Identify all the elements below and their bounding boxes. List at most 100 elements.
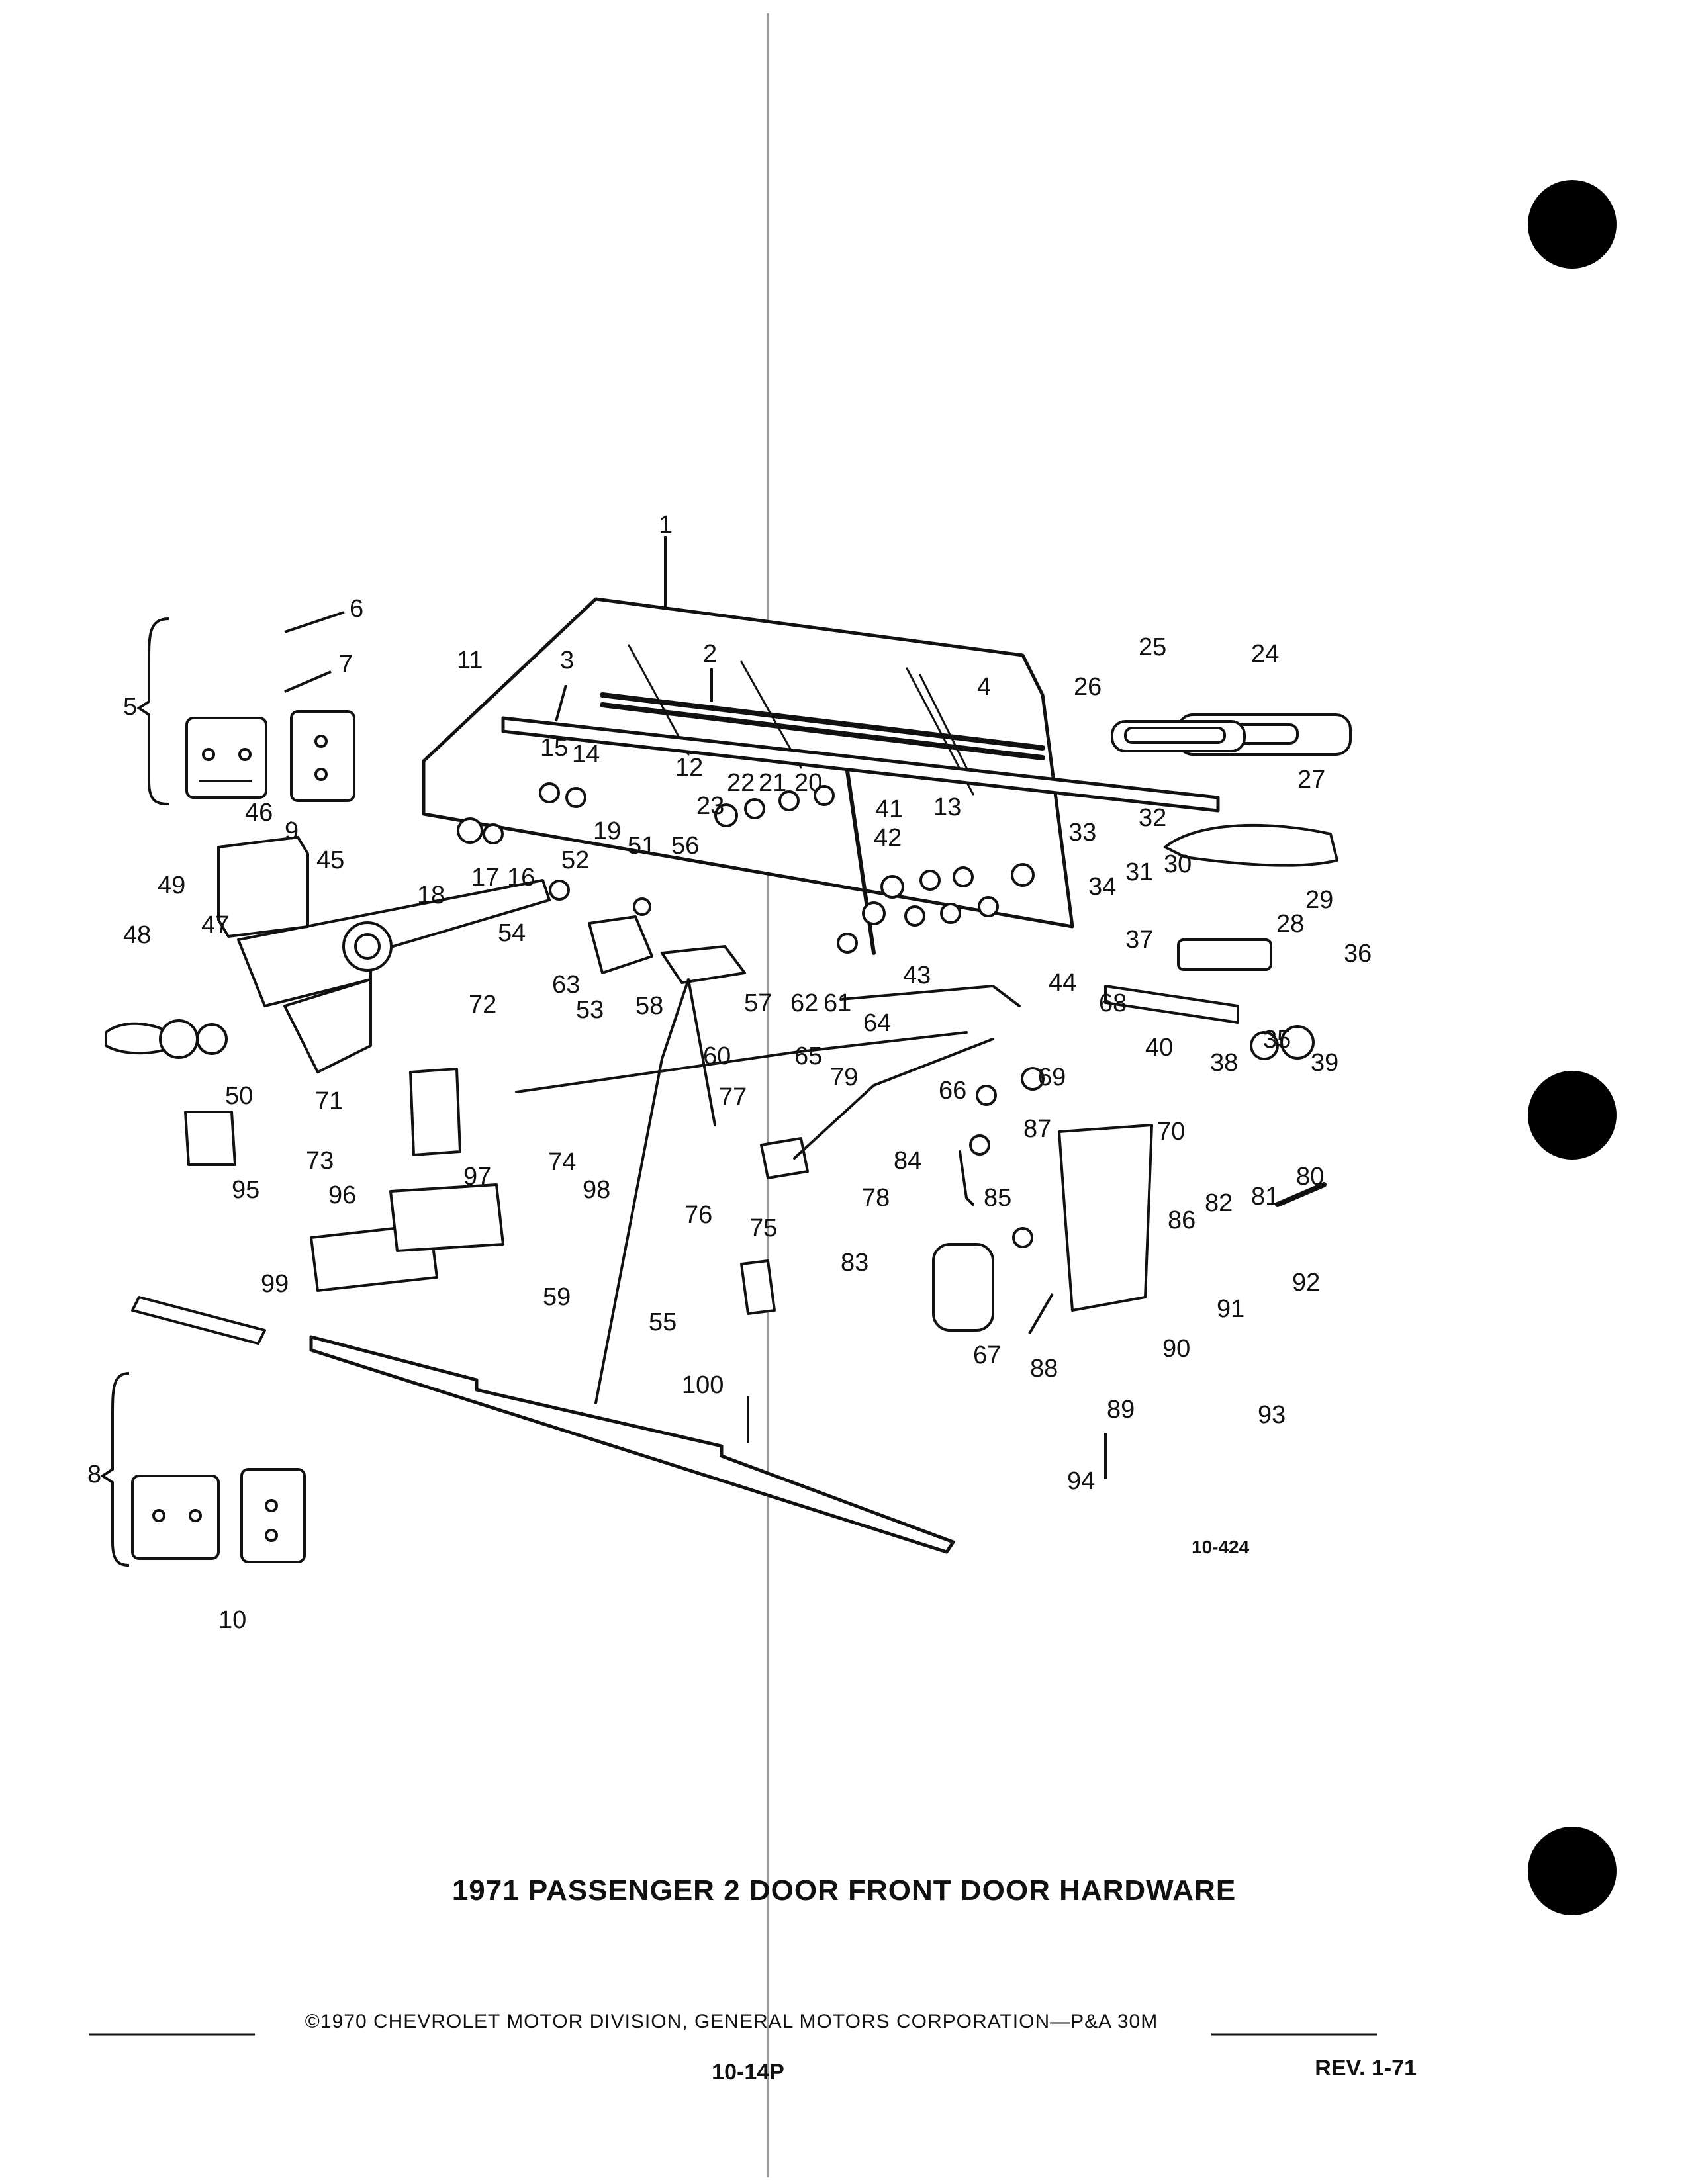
callout-17: 17 — [471, 864, 499, 891]
lock-rod-part — [515, 1031, 968, 1093]
callout-29: 29 — [1305, 886, 1333, 914]
copyright-footer: ©1970 CHEVROLET MOTOR DIVISION, GENERAL … — [305, 2011, 1158, 2032]
door-glass-part — [422, 597, 1074, 929]
callout-100: 100 — [682, 1371, 724, 1399]
callout-79: 79 — [830, 1064, 858, 1091]
callout-63: 63 — [552, 971, 580, 999]
callout-40: 40 — [1145, 1034, 1173, 1062]
crank-escutcheon-part — [196, 1023, 228, 1055]
callout-33: 33 — [1068, 819, 1096, 846]
callout-5: 5 — [123, 693, 137, 721]
callout-35: 35 — [1263, 1026, 1291, 1054]
callout-43: 43 — [903, 962, 931, 989]
callout-42: 42 — [874, 824, 902, 852]
upper-hinge-right-part — [290, 710, 355, 802]
callout-58: 58 — [635, 992, 663, 1020]
callout-44: 44 — [1049, 969, 1076, 997]
callout-12: 12 — [675, 754, 703, 782]
lock-rod-43-part — [839, 984, 1021, 1007]
regulator-sector-gear — [283, 978, 372, 1073]
callout-23: 23 — [696, 792, 724, 820]
callout-41: 41 — [875, 796, 903, 823]
callout-60: 60 — [703, 1042, 731, 1070]
callout-69: 69 — [1038, 1064, 1066, 1091]
bellcrank-part — [760, 1137, 809, 1179]
door-lock-assembly-part — [1058, 1124, 1153, 1312]
lower-sash-channel-part — [588, 915, 653, 974]
callout-3: 3 — [560, 647, 574, 674]
callout-20: 20 — [794, 769, 822, 797]
callout-39: 39 — [1311, 1049, 1338, 1077]
revision-label: REV. 1-71 — [1315, 2056, 1417, 2081]
callout-26: 26 — [1074, 673, 1102, 701]
callout-82: 82 — [1205, 1189, 1233, 1217]
callout-64: 64 — [863, 1009, 891, 1037]
sash-channel-part — [501, 716, 1220, 813]
callout-91: 91 — [1217, 1295, 1244, 1323]
callout-67: 67 — [973, 1342, 1001, 1369]
callout-85: 85 — [984, 1184, 1011, 1212]
callout-16: 16 — [507, 864, 535, 891]
callout-9: 9 — [285, 817, 299, 845]
callout-8: 8 — [87, 1461, 101, 1488]
callout-97: 97 — [463, 1163, 491, 1191]
callout-65: 65 — [794, 1042, 822, 1070]
callout-2: 2 — [703, 640, 717, 668]
callout-81: 81 — [1251, 1183, 1279, 1210]
callout-27: 27 — [1297, 766, 1325, 794]
callout-77: 77 — [719, 1083, 747, 1111]
callout-37: 37 — [1125, 926, 1153, 954]
lock-cylinder-part — [932, 1243, 994, 1332]
callout-1: 1 — [659, 511, 673, 539]
callout-59: 59 — [543, 1283, 571, 1311]
binder-hole-middle — [1528, 1071, 1617, 1160]
bracket-group-8 — [100, 1372, 130, 1567]
callout-95: 95 — [232, 1176, 259, 1204]
callout-50: 50 — [225, 1082, 253, 1110]
binder-hole-bottom — [1528, 1827, 1617, 1915]
callout-6: 6 — [350, 595, 363, 623]
callout-24: 24 — [1251, 640, 1279, 668]
inside-handle-part — [1177, 938, 1272, 971]
callout-36: 36 — [1344, 940, 1372, 968]
callout-66: 66 — [939, 1077, 966, 1105]
page-number: 10-14P — [712, 2060, 784, 2085]
guide-part — [661, 945, 746, 984]
callout-4: 4 — [977, 673, 991, 701]
callout-32: 32 — [1139, 804, 1166, 832]
glass-channel-part — [600, 692, 1045, 760]
callout-38: 38 — [1210, 1049, 1238, 1077]
callout-34: 34 — [1088, 873, 1116, 901]
armrest-pad-part — [389, 1183, 504, 1252]
callout-73: 73 — [306, 1147, 334, 1175]
binder-hole-top — [1528, 180, 1617, 269]
callout-90: 90 — [1162, 1335, 1190, 1363]
lower-hinge-left-part — [131, 1475, 220, 1560]
callout-62: 62 — [790, 989, 818, 1017]
callout-92: 92 — [1292, 1269, 1320, 1297]
callout-48: 48 — [123, 921, 151, 949]
bracket-group-5 — [136, 617, 169, 805]
callout-11: 11 — [457, 647, 483, 674]
remote-control-lower-part — [740, 1259, 776, 1315]
callout-10: 10 — [218, 1606, 246, 1634]
callout-84: 84 — [894, 1147, 921, 1175]
callout-89: 89 — [1107, 1396, 1135, 1424]
callout-31: 31 — [1125, 858, 1153, 886]
cam-rod-part — [594, 978, 716, 1404]
callout-49: 49 — [158, 872, 185, 899]
callout-30: 30 — [1164, 850, 1192, 878]
callout-71: 71 — [315, 1087, 343, 1115]
callout-87: 87 — [1023, 1115, 1051, 1143]
callout-46: 46 — [245, 799, 273, 827]
callout-93: 93 — [1258, 1401, 1286, 1429]
callout-78: 78 — [862, 1184, 890, 1212]
callout-72: 72 — [469, 991, 496, 1019]
roller-part — [714, 803, 738, 827]
spring-part — [131, 1296, 266, 1345]
callout-56: 56 — [671, 832, 699, 860]
figure-number: 10-424 — [1192, 1537, 1250, 1557]
callout-75: 75 — [749, 1214, 777, 1242]
